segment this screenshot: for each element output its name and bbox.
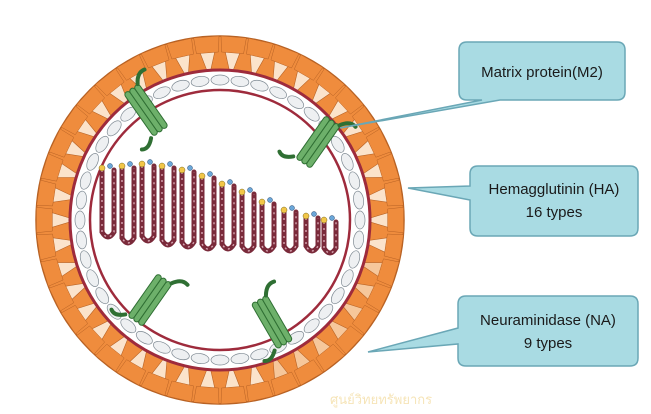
- rna-polymerase-bead: [128, 162, 133, 167]
- callout-neuraminidase: Neuraminidase (NA) 9 types: [368, 296, 638, 366]
- rna-polymerase-bead: [148, 160, 153, 165]
- rna-polymerase-bead: [168, 162, 173, 167]
- matrix-protein-label: Matrix protein(M2): [481, 64, 603, 81]
- spike-head: [194, 386, 219, 404]
- rna-end-bead: [99, 165, 105, 171]
- rna-end-bead: [199, 173, 205, 179]
- rna-end-bead: [321, 217, 327, 223]
- rna-polymerase-bead: [108, 164, 113, 169]
- rna-polymerase-bead: [290, 206, 295, 211]
- rna-end-bead: [303, 213, 309, 219]
- spike-head: [194, 36, 219, 54]
- callout-matrix-protein: Matrix protein(M2): [340, 42, 625, 128]
- watermark-text: ศูนย์วิทยทรัพยากร: [330, 392, 432, 408]
- rna-polymerase-bead: [248, 188, 253, 193]
- rna-end-bead: [259, 199, 265, 205]
- hemagglutinin-label: Hemagglutinin (HA): [489, 181, 620, 198]
- membrane-vesicle: [211, 75, 229, 85]
- callout-neuraminidase-bubble: [368, 296, 638, 366]
- rna-end-bead: [159, 163, 165, 169]
- spike-head: [388, 207, 404, 232]
- callout-hemagglutinin: Hemagglutinin (HA) 16 types: [408, 166, 638, 236]
- membrane-vesicle: [211, 355, 229, 365]
- membrane-vesicle: [75, 211, 85, 229]
- hemagglutinin-types: 16 types: [526, 204, 583, 221]
- callout-matrix-bubble: [340, 42, 625, 128]
- rna-end-bead: [179, 167, 185, 173]
- rna-polymerase-bead: [268, 198, 273, 203]
- rna-polymerase-bead: [208, 172, 213, 177]
- rna-end-bead: [239, 189, 245, 195]
- rna-end-bead: [219, 181, 225, 187]
- rna-end-bead: [139, 161, 145, 167]
- callout-hemagglutinin-bubble: [408, 166, 638, 236]
- rna-polymerase-bead: [228, 180, 233, 185]
- membrane-vesicle: [355, 211, 365, 229]
- spike-head: [221, 36, 246, 54]
- neuraminidase-label: Neuraminidase (NA): [480, 312, 616, 329]
- rna-end-bead: [119, 163, 125, 169]
- rna-polymerase-bead: [188, 166, 193, 171]
- spike-head: [36, 207, 52, 232]
- rna-end-bead: [281, 207, 287, 213]
- spike-head: [221, 386, 246, 404]
- rna-polymerase-bead: [312, 212, 317, 217]
- neuraminidase-types: 9 types: [524, 335, 572, 352]
- rna-polymerase-bead: [330, 216, 335, 221]
